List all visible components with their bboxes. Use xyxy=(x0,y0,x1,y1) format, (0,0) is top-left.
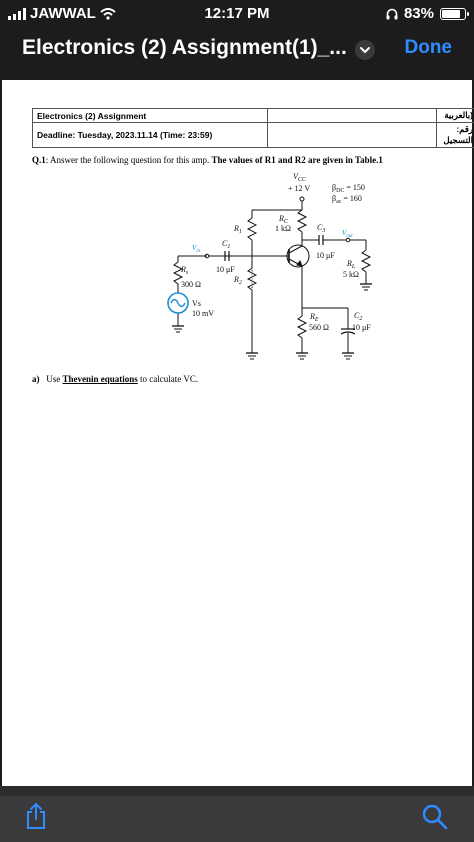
toolbar-divider xyxy=(0,786,474,796)
rl-value: 5 kΩ xyxy=(343,270,359,279)
vout-label: Vout xyxy=(342,229,353,239)
c3-value: 10 μF xyxy=(316,251,335,260)
r2-label: R2 xyxy=(233,275,242,286)
document-title[interactable]: Electronics (2) Assignment(1)_... xyxy=(22,36,347,59)
battery-icon xyxy=(440,7,469,20)
rl-label: RL xyxy=(346,259,356,270)
carrier-name: JAWWAL xyxy=(30,5,96,22)
rs-value: 300 Ω xyxy=(181,280,201,289)
share-icon[interactable] xyxy=(24,802,48,830)
status-time: 12:17 PM xyxy=(204,5,270,22)
ground-symbols xyxy=(172,283,372,360)
rc-value: 1 kΩ xyxy=(275,224,291,233)
vin-label: Vin xyxy=(192,244,201,254)
course-cell: Electronics (2) Assignment xyxy=(32,108,268,123)
ac-source-icon xyxy=(167,292,189,314)
c1-label: C1 xyxy=(222,239,230,250)
rc-label: RC xyxy=(278,214,289,225)
question-1: Q.1: Answer the following question for t… xyxy=(32,155,383,165)
beta-ac-label: βac = 160 xyxy=(332,194,362,205)
c1-value: 10 μF xyxy=(216,265,235,274)
vcc-label: VCC xyxy=(293,172,307,183)
navigation-bar: Electronics (2) Assignment(1)_... Done xyxy=(0,30,474,76)
c2-value: 10 μF xyxy=(352,323,371,332)
arabic-id-cell: :رقم التسجيل xyxy=(436,122,474,148)
wifi-icon xyxy=(100,7,116,20)
chevron-down-icon[interactable] xyxy=(355,40,375,60)
amplifier-circuit: VCC + 12 V βDC = 150 βac = 160 RC 1 kΩ R… xyxy=(167,172,372,360)
rs-label: Rs xyxy=(180,265,189,276)
vs-value: 10 mV xyxy=(192,309,214,318)
document-page: Electronics (2) Assignment بالعربية) Dea… xyxy=(2,80,474,786)
question-1a: a) Use Thevenin equations to calculate V… xyxy=(32,374,199,384)
search-icon[interactable] xyxy=(422,804,448,830)
r1-label: R1 xyxy=(233,224,242,235)
signal-icon xyxy=(8,7,26,20)
vs-label: Vs xyxy=(192,299,201,308)
vcc-value: + 12 V xyxy=(288,184,310,193)
c3-label: C3 xyxy=(317,223,325,234)
assignment-header-table: Electronics (2) Assignment بالعربية) Dea… xyxy=(32,108,474,148)
re-value: 560 Ω xyxy=(309,323,329,332)
deadline-cell: Deadline: Tuesday, 2023.11.14 (Time: 23:… xyxy=(32,122,268,148)
c2-label: C2 xyxy=(354,311,362,322)
carrier: JAWWAL xyxy=(8,5,116,22)
done-button[interactable]: Done xyxy=(404,37,453,58)
beta-dc-label: βDC = 150 xyxy=(332,183,365,194)
headphones-icon xyxy=(386,8,398,19)
re-label: RE xyxy=(309,312,319,323)
battery-percent: 83% xyxy=(403,5,434,22)
arabic-name-cell: بالعربية) xyxy=(436,108,474,123)
status-bar: JAWWAL 12:17 PM 83% xyxy=(0,0,474,28)
